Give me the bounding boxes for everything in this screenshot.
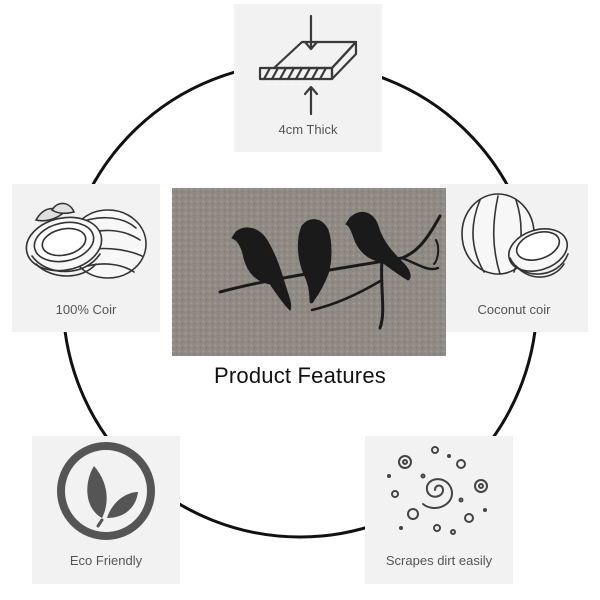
feature-card-eco: Eco Friendly xyxy=(32,436,180,584)
feature-card-thickness: 4cm Thick xyxy=(234,4,382,152)
feature-card-source: Coconut coir xyxy=(440,184,588,332)
feature-label-scrape: Scrapes dirt easily xyxy=(385,553,493,568)
birds-on-branch-print xyxy=(172,188,446,356)
product-doormat-image xyxy=(172,188,446,356)
feature-label-eco: Eco Friendly xyxy=(69,553,143,568)
leaf-circle-icon xyxy=(57,442,155,540)
dirt-swirl-icon xyxy=(387,446,488,535)
coconut-sketch-icon xyxy=(461,193,569,278)
page-title: Product Features xyxy=(214,363,386,388)
coconut-halves-icon xyxy=(25,202,147,279)
feature-label-source: Coconut coir xyxy=(477,302,551,317)
feature-label-thickness: 4cm Thick xyxy=(278,122,338,137)
feature-label-material: 100% Coir xyxy=(55,302,117,317)
feature-card-scrape: Scrapes dirt easily xyxy=(365,436,513,584)
compressed-board-icon xyxy=(258,14,358,116)
feature-card-material: 100% Coir xyxy=(12,184,160,332)
